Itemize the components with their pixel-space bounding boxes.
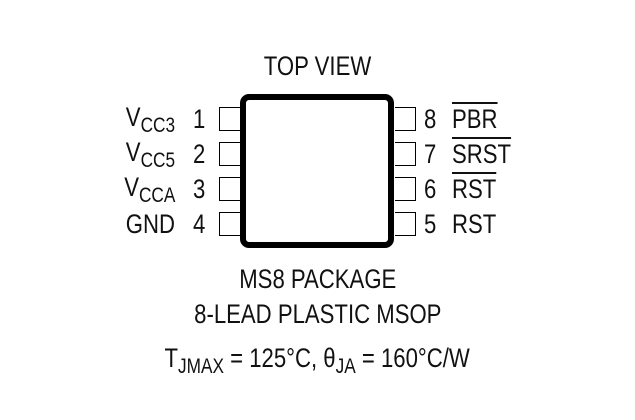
pin-2-label: VCC5 [125,137,175,172]
package-name-text: MS8 PACKAGE [238,264,397,294]
pin-1-label-sub: CC3 [140,114,175,137]
pin-3-label-sub: CCA [138,184,175,207]
pin-4-number: 4 [193,209,206,239]
tj-value: = 125°C, [224,343,324,373]
thermal-spec-text: TJMAX = 125°C, θJA = 160°C/W [164,343,471,378]
pin-7-label: SRST [452,139,512,169]
pin-2-number: 2 [193,139,206,169]
theta-subscript: JA [335,355,357,378]
pin-6-number: 6 [424,174,437,204]
pin-4-label: GND [126,211,175,238]
pin-7-lead [395,142,416,166]
pin-3-label-main: V [123,172,139,202]
ic-package-body [240,94,394,248]
theta-symbol: θ [323,343,336,373]
pin-6-label: RST [452,174,497,204]
pin-4-lead [219,212,240,236]
view-title: TOP VIEW [0,53,635,80]
pin-2-label-sub: CC5 [140,149,175,172]
pin-2-lead [219,142,240,166]
pin-1-number: 1 [193,104,206,134]
pin-1-lead [219,107,240,131]
pin-8-lead [395,107,416,131]
package-description-text: 8-LEAD PLASTIC MSOP [193,299,442,329]
pin-3-label: VCCA [123,172,175,207]
tj-subscript: JMAX [178,355,225,378]
pin-1-label-main: V [125,102,141,132]
pin-4-label-main: GND [125,209,175,239]
pin-1-label: VCC3 [125,102,175,137]
pin-7-number: 7 [424,139,437,169]
pin-3-lead [219,177,240,201]
theta-value: = 160°C/W [356,343,471,373]
pin-8-number: 8 [424,104,437,134]
pin-6-lead [395,177,416,201]
pin-5-label: RST [452,209,497,239]
package-name: MS8 PACKAGE [0,266,635,293]
pin-2-label-main: V [125,137,141,167]
thermal-spec: TJMAX = 125°C, θJA = 160°C/W [0,343,635,378]
pin-8-label: PBR [452,104,498,134]
pin-3-number: 3 [193,174,206,204]
package-description: 8-LEAD PLASTIC MSOP [0,301,635,328]
pin-5-lead [395,212,416,236]
view-title-text: TOP VIEW [263,51,372,81]
pin-5-number: 5 [424,209,437,239]
tj-symbol: T [164,343,179,373]
